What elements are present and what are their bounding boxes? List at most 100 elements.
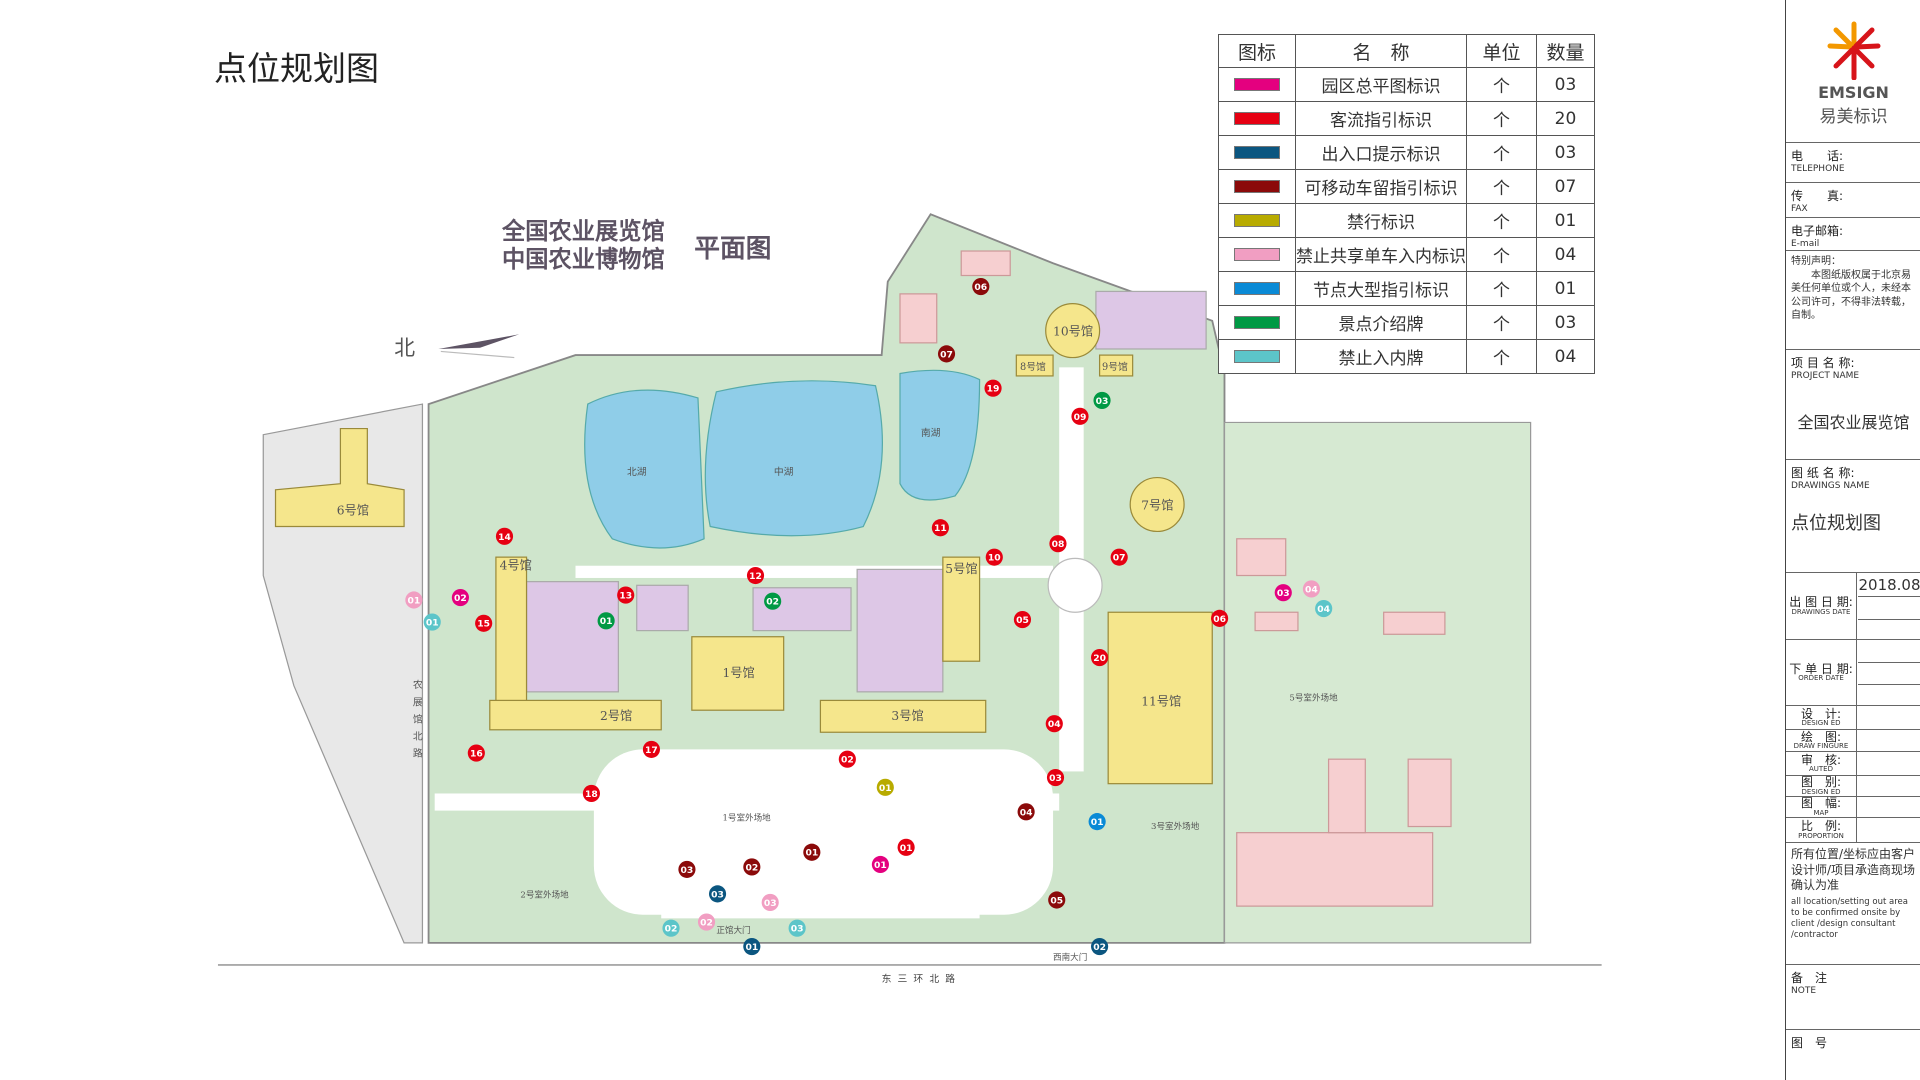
visitor-guide-sign-marker[interactable]: 06 — [1211, 609, 1229, 627]
vehicle-guide-sign-marker[interactable]: 05 — [1048, 891, 1066, 909]
marker-dot — [678, 860, 696, 878]
hall-4-label: 4号馆 — [500, 557, 532, 572]
marker-number: 02 — [841, 755, 854, 766]
legend-header-qty: 数量 — [1536, 34, 1595, 68]
legend-name: 禁止共享单车入内标识 — [1295, 237, 1467, 272]
no-entry-sign-marker[interactable]: 03 — [788, 919, 806, 937]
visitor-guide-sign-marker[interactable]: 08 — [1049, 535, 1067, 553]
entrance-sign-marker[interactable]: 01 — [743, 937, 761, 956]
no-bike-sign-marker[interactable]: 04 — [1302, 580, 1320, 598]
no-entry-sign-marker[interactable]: 02 — [662, 919, 680, 937]
visitor-guide-sign-marker[interactable]: 13 — [617, 586, 635, 604]
map-title-line1: 全国农业展览馆 — [501, 218, 665, 245]
vehicle-guide-sign-marker[interactable]: 07 — [937, 345, 956, 363]
marker-number: 18 — [585, 789, 598, 800]
marker-number: 05 — [1050, 895, 1063, 906]
no-bike-sign-marker[interactable]: 01 — [405, 591, 423, 609]
legend-qty: 20 — [1536, 101, 1595, 136]
road-north — [434, 793, 1060, 811]
legend-unit: 个 — [1466, 101, 1537, 136]
title-block-row-label: 图 别:DESIGN ED — [1786, 776, 1857, 796]
visitor-guide-sign-marker[interactable]: 17 — [642, 740, 660, 758]
legend-swatch-cell — [1218, 203, 1296, 238]
marker-number: 08 — [1052, 539, 1065, 550]
scenic-intro-sign-marker[interactable]: 02 — [764, 592, 782, 610]
visitor-guide-sign-marker[interactable]: 19 — [984, 379, 1002, 397]
park-map-sign-marker[interactable]: 01 — [871, 855, 889, 874]
legend-swatch-cell — [1218, 305, 1296, 340]
north-lake — [584, 389, 705, 549]
brand-en: EMSIGN — [1818, 83, 1889, 102]
marker-number: 12 — [749, 571, 762, 582]
divider — [1858, 619, 1920, 620]
vehicle-guide-sign-marker[interactable]: 02 — [743, 858, 761, 876]
vehicle-guide-sign-marker[interactable]: 06 — [972, 277, 990, 296]
visitor-guide-sign-marker[interactable]: 10 — [985, 548, 1003, 566]
marker-number: 06 — [1213, 614, 1226, 625]
park-map-sign-marker[interactable]: 02 — [451, 588, 469, 607]
note-label-en: NOTE — [1791, 986, 1817, 996]
vehicle-guide-sign-marker[interactable]: 03 — [678, 860, 696, 878]
visitor-guide-sign-marker[interactable]: 02 — [838, 750, 856, 768]
title-block-row-label: 绘 图:DRAW FINGURE — [1786, 730, 1857, 751]
marker-dot — [1013, 611, 1032, 629]
legend-color-swatch-icon — [1234, 180, 1280, 193]
notice-body: 本图纸版权属于北京易美任何单位或个人，未经本公司许可，不得非法转载，自制。 — [1791, 269, 1911, 322]
visitor-guide-sign-marker[interactable]: 18 — [582, 784, 600, 803]
middle-lake-label: 中湖 — [774, 465, 794, 478]
park-map-sign-marker[interactable]: 03 — [1274, 584, 1292, 602]
visitor-guide-sign-marker[interactable]: 03 — [1046, 768, 1065, 787]
marker-number: 10 — [988, 553, 1001, 564]
visitor-guide-sign-marker[interactable]: 12 — [746, 566, 765, 585]
vehicle-guide-sign-marker[interactable]: 01 — [803, 843, 821, 861]
legend-row: 可移动车留指引标识 个 07 — [1218, 169, 1595, 204]
legend-row: 禁行标识 个 01 — [1218, 203, 1595, 238]
no-traffic-sign-marker[interactable]: 01 — [876, 778, 894, 796]
no-bike-sign-marker[interactable]: 03 — [761, 893, 779, 912]
no-entry-sign-marker[interactable]: 01 — [423, 613, 441, 631]
title-block-row: 图 别:DESIGN ED — [1786, 776, 1920, 797]
visitor-guide-sign-marker[interactable]: 09 — [1071, 407, 1089, 425]
visitor-guide-sign-marker[interactable]: 11 — [931, 519, 949, 537]
visitor-guide-sign-marker[interactable]: 04 — [1045, 715, 1063, 733]
visitor-guide-sign-marker[interactable]: 20 — [1091, 648, 1109, 667]
legend-table: 图标 名 称 单位 数量 园区总平图标识 个 03 客流指引标识 个 20 出入… — [1218, 34, 1595, 374]
visitor-guide-sign-marker[interactable]: 07 — [1110, 548, 1128, 566]
place-labels: 正馆大门 西南大门 1号室外场地 2号室外场地 3号室外场地 5号室外场地 — [520, 691, 1338, 963]
marker-dot — [495, 527, 514, 545]
legend-qty: 03 — [1536, 305, 1595, 340]
marker-number: 01 — [600, 616, 613, 627]
visitor-guide-sign-marker[interactable]: 16 — [467, 744, 485, 762]
marker-dot — [697, 913, 716, 931]
legend-unit: 个 — [1466, 237, 1537, 272]
visitor-guide-sign-marker[interactable]: 15 — [475, 614, 493, 632]
road-inner — [575, 565, 1054, 578]
map-title-line2: 中国农业博物馆 — [502, 246, 665, 273]
scenic-intro-sign-marker[interactable]: 01 — [597, 612, 615, 630]
hall-5-label: 5号馆 — [945, 561, 977, 576]
legend-qty: 03 — [1536, 135, 1595, 170]
legend-unit: 个 — [1466, 339, 1537, 374]
entrance-sign-marker[interactable]: 03 — [708, 885, 727, 903]
legend-unit: 个 — [1466, 203, 1537, 238]
no-entry-sign-marker[interactable]: 04 — [1315, 600, 1333, 618]
marker-dot — [423, 613, 441, 631]
south-road-label: 东三环北路 — [882, 972, 962, 985]
entrance-sign-marker[interactable]: 02 — [1091, 937, 1109, 956]
visitor-guide-sign-marker[interactable]: 05 — [1013, 611, 1032, 629]
visitor-guide-sign-marker[interactable]: 14 — [495, 527, 514, 545]
visitor-guide-sign-marker[interactable]: 01 — [897, 838, 915, 856]
node-guide-sign-marker[interactable]: 01 — [1088, 813, 1106, 831]
legend-row: 节点大型指引标识 个 01 — [1218, 271, 1595, 306]
legend-swatch-cell — [1218, 67, 1296, 102]
legend-name: 可移动车留指引标识 — [1295, 169, 1467, 204]
vehicle-guide-sign-marker[interactable]: 04 — [1017, 803, 1035, 821]
legend-swatch-cell — [1218, 339, 1296, 374]
no-bike-sign-marker[interactable]: 02 — [697, 913, 716, 931]
scenic-intro-sign-marker[interactable]: 03 — [1093, 391, 1111, 409]
marker-dot — [803, 843, 821, 861]
south-lake — [899, 369, 981, 501]
marker-number: 01 — [407, 595, 420, 606]
field-2-label: 2号室外场地 — [520, 889, 569, 901]
